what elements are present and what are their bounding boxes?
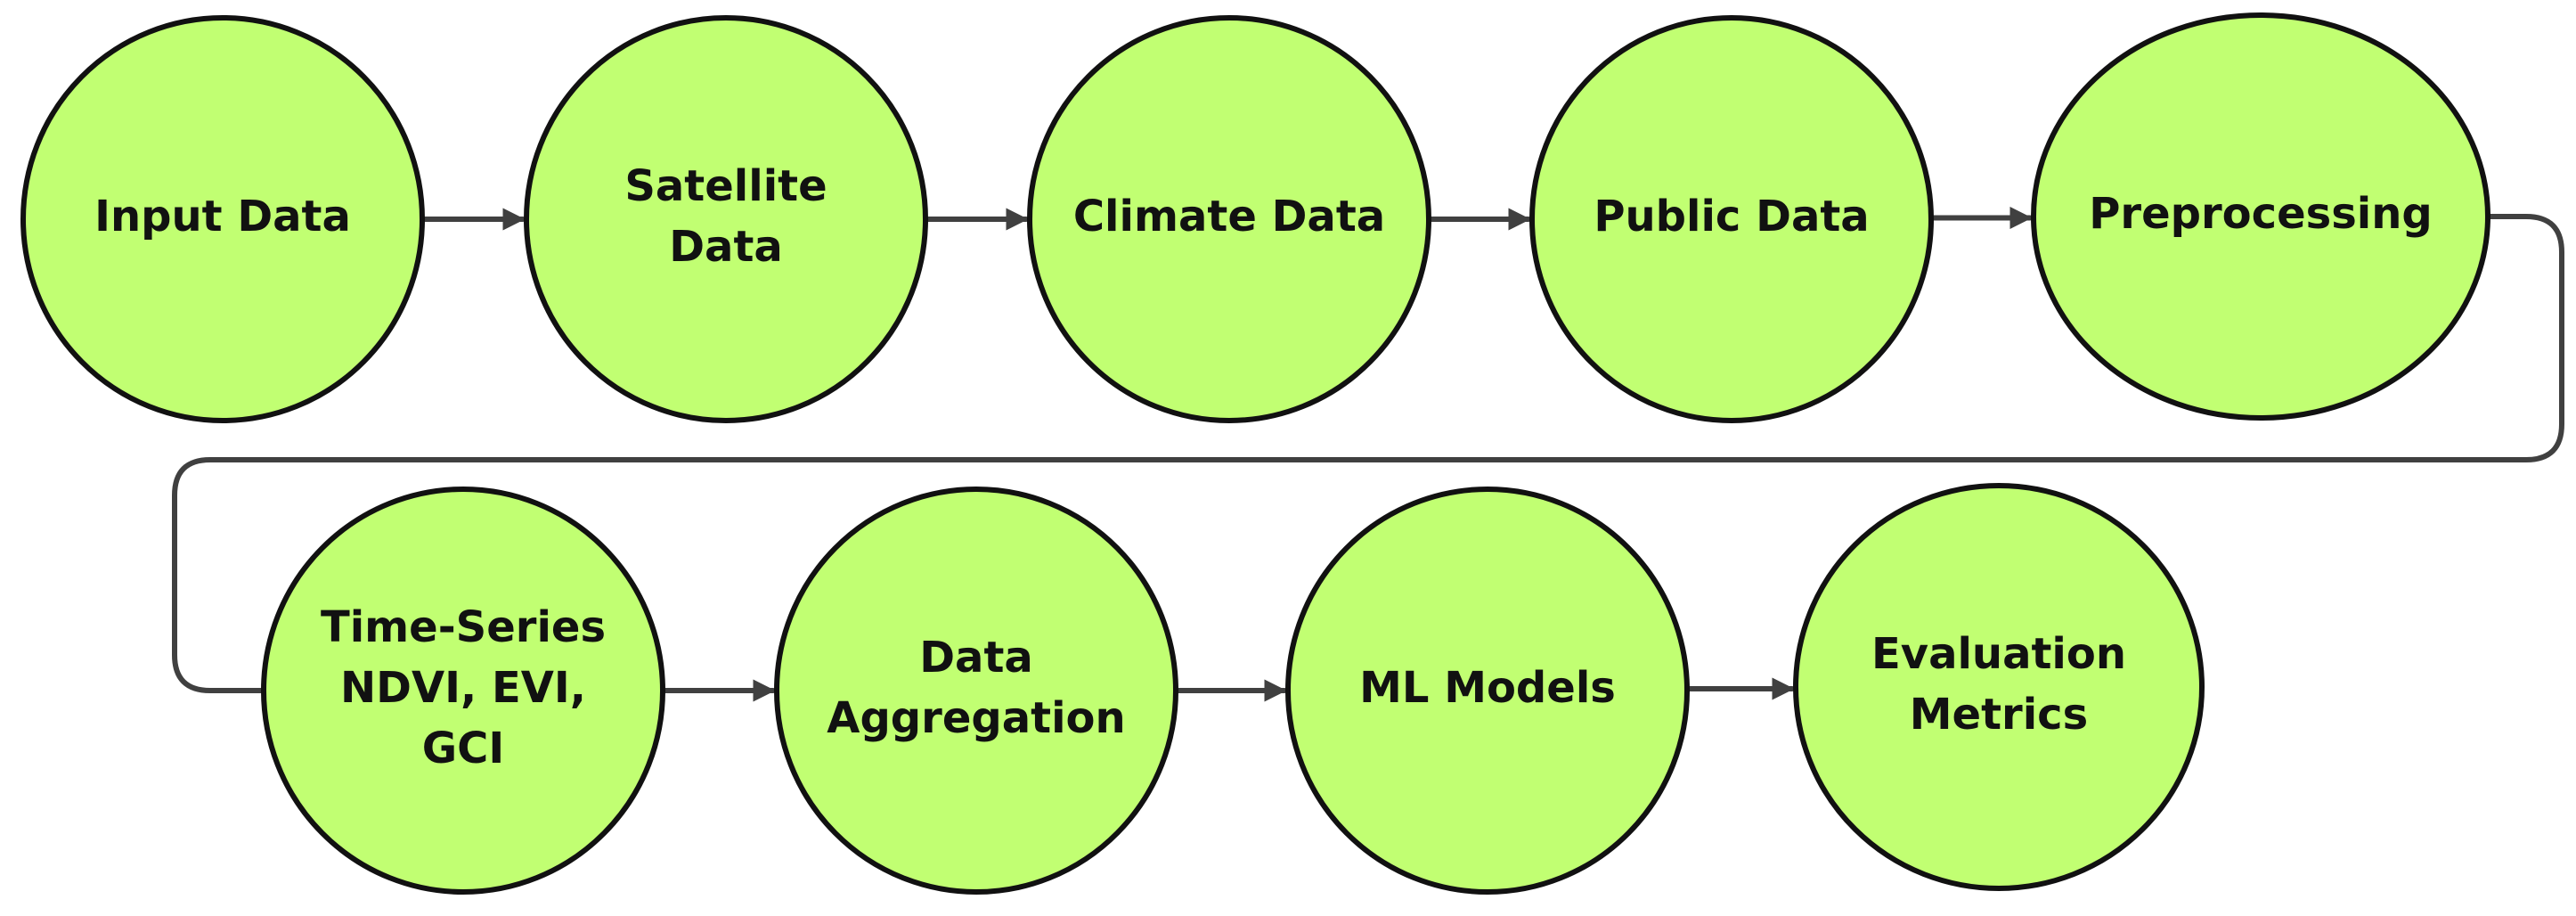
node-satellite-data-label-line-2: Data — [669, 222, 783, 272]
node-time-series-circle — [261, 487, 665, 895]
node-preprocessing-circle — [2031, 12, 2490, 421]
node-ml-models-label-line-1: ML Models — [1359, 663, 1616, 713]
node-public-data-circle — [1529, 15, 1934, 423]
node-ml-models-circle — [1285, 487, 1690, 895]
connector-preprocessing-to-time-series — [172, 214, 2564, 693]
node-preprocessing: Preprocessing — [2031, 12, 2490, 421]
node-public-data: Public Data — [1529, 15, 1934, 423]
connectors — [172, 206, 2564, 702]
node-satellite-data-label-line-1: Satellite — [624, 161, 827, 211]
node-input-data-label-line-1: Input Data — [94, 192, 351, 241]
node-data-aggregation-label-line-1: Data — [919, 633, 1033, 683]
node-data-aggregation-circle — [774, 487, 1178, 895]
node-climate-data-label-line-1: Climate Data — [1073, 192, 1385, 241]
node-evaluation-metrics-label-line-1: Evaluation — [1871, 629, 2126, 679]
node-input-data: Input Data — [20, 15, 425, 423]
node-time-series-label-line-3: GCI — [422, 724, 504, 773]
node-preprocessing-label-line-1: Preprocessing — [2089, 189, 2433, 239]
node-evaluation-metrics-label-line-2: Metrics — [1910, 690, 2088, 740]
node-climate-data-circle — [1027, 15, 1431, 423]
node-ml-models: ML Models — [1285, 487, 1690, 895]
node-time-series-label-line-2: NDVI, EVI, — [340, 663, 586, 713]
node-evaluation-metrics-circle — [1793, 483, 2205, 891]
node-public-data-label-line-1: Public Data — [1594, 192, 1869, 241]
node-data-aggregation-label-line-2: Aggregation — [827, 693, 1125, 743]
node-input-data-circle — [20, 15, 425, 423]
node-time-series-label-line-1: Time-Series — [321, 602, 606, 652]
node-climate-data: Climate Data — [1027, 15, 1431, 423]
node-satellite-data-circle — [524, 15, 928, 423]
